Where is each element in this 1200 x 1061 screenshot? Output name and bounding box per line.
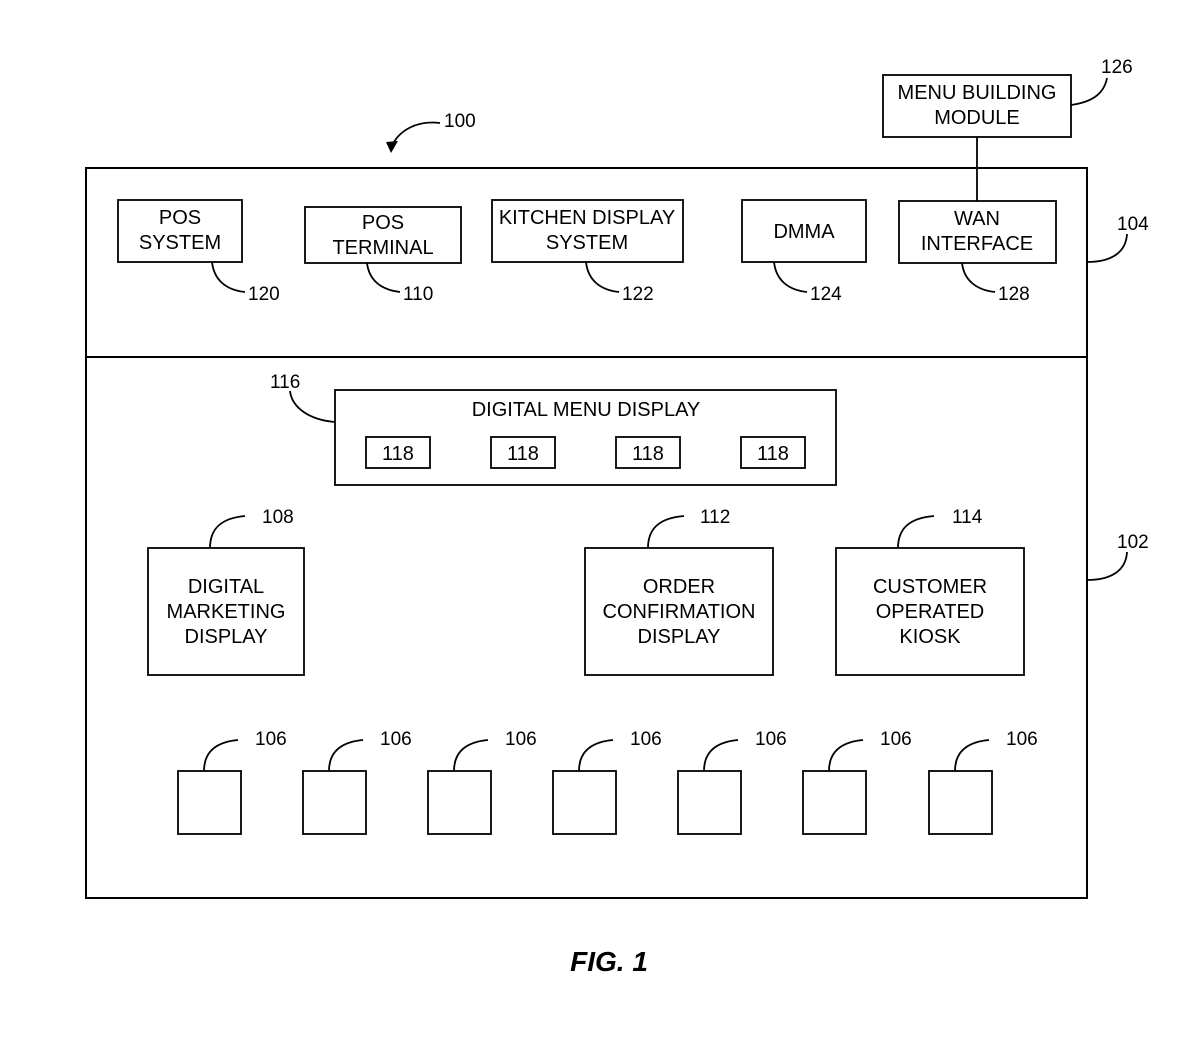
- menu-panel: [365, 436, 431, 469]
- device-ref: 106: [1006, 729, 1038, 750]
- dmma-ref: 124: [810, 284, 842, 305]
- digital-menu-display-title: DIGITAL MENU DISPLAY: [472, 399, 701, 421]
- site-ref-number: 102: [1117, 532, 1149, 553]
- digital-marketing-display-label-line-3: DISPLAY: [185, 626, 268, 648]
- pos-system-label-line-1: POS: [159, 207, 201, 229]
- kitchen-display-system: KITCHEN DISPLAY SYSTEM 122: [491, 199, 684, 305]
- order-confirmation-display: ORDER CONFIRMATION DISPLAY 112: [584, 507, 774, 676]
- menu-panel: [490, 436, 556, 469]
- order-confirmation-display-label-line-3: DISPLAY: [638, 626, 721, 648]
- device-ref: 106: [380, 729, 412, 750]
- dmma-label: DMMA: [773, 221, 835, 243]
- digital-menu-display-ref: 116: [270, 372, 300, 393]
- device-ref: 106: [505, 729, 537, 750]
- pos-system-label-line-2: SYSTEM: [139, 232, 221, 254]
- pos-terminal-ref: 110: [403, 284, 433, 305]
- wan-interface-ref: 128: [998, 284, 1030, 305]
- device-ref: 106: [255, 729, 287, 750]
- menu-building-module-label-line-2: MODULE: [934, 107, 1020, 129]
- device-ref: 106: [755, 729, 787, 750]
- backoffice-reference: 104: [1086, 214, 1149, 263]
- pos-system: POS SYSTEM 120: [117, 199, 280, 305]
- digital-menu-display: DIGITAL MENU DISPLAY 116 118 118 118 118: [270, 372, 837, 486]
- order-confirmation-display-ref: 112: [700, 507, 730, 528]
- digital-marketing-display-label-line-1: DIGITAL: [188, 576, 264, 598]
- menu-building-module-label-line-1: MENU BUILDING: [898, 82, 1057, 104]
- pos-terminal-label-line-1: POS: [362, 212, 404, 234]
- order-confirmation-display-label-line-1: ORDER: [643, 576, 715, 598]
- menu-panel: [740, 436, 806, 469]
- digital-marketing-display-ref: 108: [262, 507, 294, 528]
- wan-interface-label-line-2: INTERFACE: [921, 233, 1033, 255]
- menu-panel-label: 118: [507, 443, 539, 465]
- figure-caption: FIG. 1: [570, 946, 648, 977]
- menu-panel-label: 118: [382, 443, 414, 465]
- device: 106: [177, 729, 287, 835]
- device: 106: [302, 729, 412, 835]
- kitchen-display-system-label-line-1: KITCHEN DISPLAY: [499, 207, 675, 229]
- wan-interface-label-line-1: WAN: [954, 208, 1000, 230]
- site-reference: 102: [1086, 532, 1149, 581]
- order-confirmation-display-label-line-2: CONFIRMATION: [603, 601, 756, 623]
- pos-system-ref: 120: [248, 284, 280, 305]
- pos-terminal-label-line-2: TERMINAL: [332, 237, 433, 259]
- site-frame: [85, 167, 1088, 899]
- device-ref: 106: [880, 729, 912, 750]
- kitchen-display-system-label-line-2: SYSTEM: [546, 232, 628, 254]
- menu-building-module: MENU BUILDING MODULE 126: [882, 57, 1133, 138]
- device: 106: [427, 729, 537, 835]
- kitchen-display-system-ref: 122: [622, 284, 654, 305]
- customer-operated-kiosk-label-line-3: KIOSK: [899, 626, 961, 648]
- customer-operated-kiosk-label-line-2: OPERATED: [876, 601, 985, 623]
- customer-operated-kiosk-ref: 114: [952, 507, 983, 528]
- system-reference: 100: [386, 111, 476, 153]
- digital-marketing-display: DIGITAL MARKETING DISPLAY 108: [147, 507, 305, 676]
- menu-panel-label: 118: [632, 443, 664, 465]
- customer-operated-kiosk-label-line-1: CUSTOMER: [873, 576, 987, 598]
- device-ref: 106: [630, 729, 662, 750]
- menu-panel: [615, 436, 681, 469]
- device: 106: [552, 729, 662, 835]
- menu-panel-label: 118: [757, 443, 789, 465]
- digital-marketing-display-label-line-2: MARKETING: [167, 601, 286, 623]
- dmma: DMMA 124: [741, 199, 867, 305]
- device: 106: [928, 729, 1038, 835]
- menu-building-module-ref: 126: [1101, 57, 1133, 78]
- device: 106: [677, 729, 787, 835]
- wan-interface: WAN INTERFACE 128: [898, 200, 1057, 305]
- backoffice-ref-number: 104: [1117, 214, 1149, 235]
- system-ref-number: 100: [444, 111, 476, 132]
- device: 106: [802, 729, 912, 835]
- pos-terminal: POS TERMINAL 110: [304, 206, 462, 305]
- customer-operated-kiosk: CUSTOMER OPERATED KIOSK 114: [835, 507, 1025, 676]
